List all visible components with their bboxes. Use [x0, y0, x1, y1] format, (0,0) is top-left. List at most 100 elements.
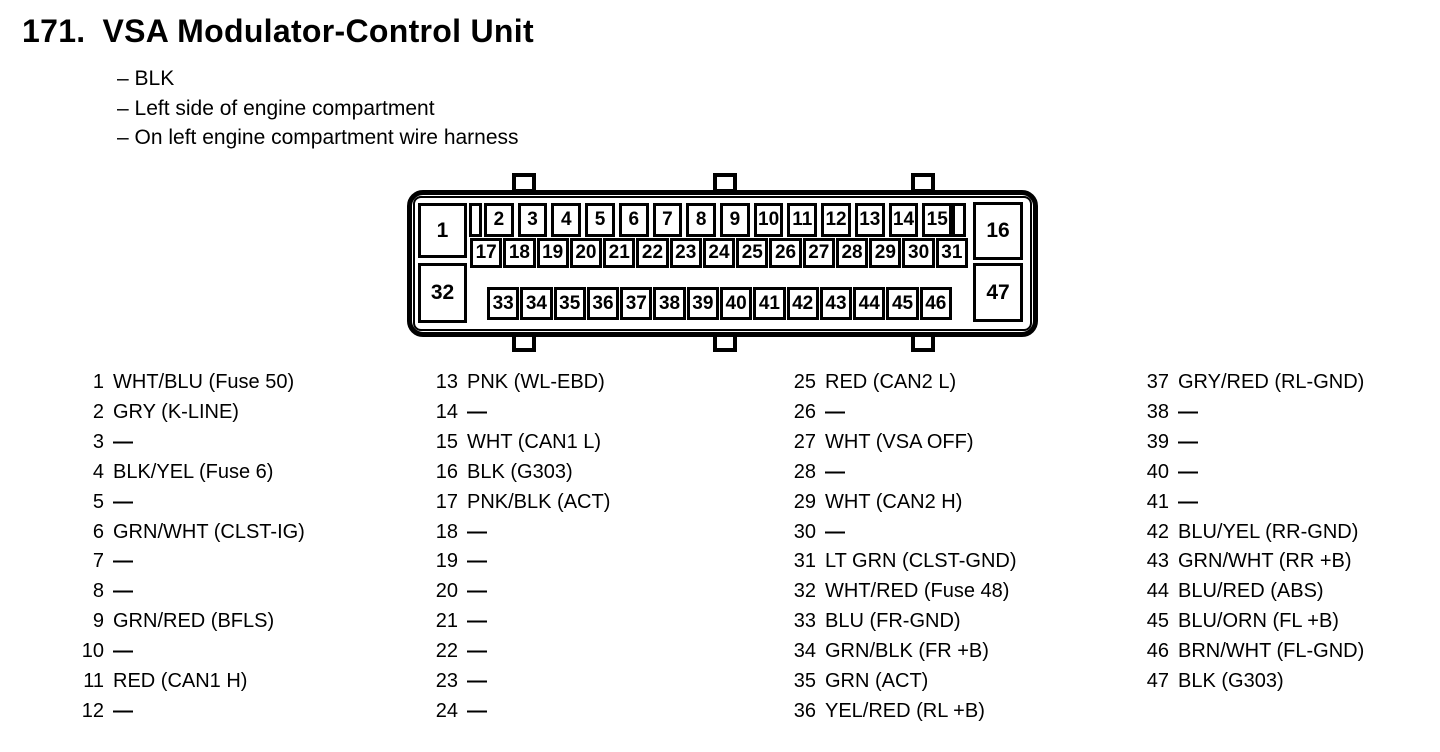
pin-row-3: 3—: [78, 431, 305, 461]
pin-wire-label: BLU/YEL (RR-GND): [1178, 520, 1359, 543]
pin-wire-label: —: [467, 670, 488, 693]
pin-number: 34: [793, 640, 816, 663]
pin-wire-label: —: [113, 550, 134, 573]
pin-wire-label: WHT/BLU (Fuse 50): [113, 371, 295, 393]
pin-wire-label: —: [467, 580, 488, 603]
pin-wire-label: WHT/RED (Fuse 48): [825, 580, 1010, 603]
pin-number: 6: [92, 520, 104, 543]
pin-wire-label: GRY (K-LINE): [113, 400, 239, 423]
connector-pin-45: 45: [886, 287, 919, 320]
connector-pin-31: 31: [935, 238, 968, 268]
pin-number: 28: [793, 460, 816, 483]
connector-pin-18: 18: [503, 238, 536, 268]
connector-pin-34: 34: [520, 287, 553, 320]
connector-blank-cell-right: [952, 203, 966, 237]
connector-pin-39: 39: [686, 287, 719, 320]
connector-pin-4: 4: [551, 203, 582, 237]
pin-wire-label: —: [113, 430, 134, 453]
connector-pin-43: 43: [819, 287, 853, 320]
connector-pin-15: 15: [922, 203, 953, 237]
pin-row-20: 20—: [432, 580, 610, 610]
pin-number: 41: [1146, 490, 1169, 513]
pin-wire-label: —: [467, 520, 488, 543]
pin-number: 46: [1146, 640, 1169, 663]
note-line: – On left engine compartment wire harnes…: [117, 126, 519, 149]
connector-pin-44: 44: [853, 287, 886, 320]
pin-wire-label: PNK/BLK (ACT): [467, 490, 611, 513]
pin-number: 44: [1146, 580, 1169, 603]
pin-wire-label: LT GRN (CLST-GND): [825, 550, 1017, 573]
pin-number: 23: [435, 670, 458, 693]
connector-pin-9: 9: [720, 203, 750, 237]
pin-wire-label: GRN/WHT (CLST-IG): [113, 520, 305, 543]
connector-pin-30: 30: [902, 238, 935, 268]
connector-pin-33: 33: [487, 287, 520, 320]
pin-number: 32: [793, 580, 816, 603]
connector-pin-46: 46: [919, 287, 952, 320]
pin-row-40: 40—: [1143, 461, 1364, 491]
pin-row-10: 10—: [78, 640, 305, 670]
connector-pin-11: 11: [787, 203, 818, 237]
pin-wire-label: —: [467, 400, 488, 423]
pin-row-38: 38—: [1143, 401, 1364, 431]
pin-number: 12: [81, 699, 104, 722]
pin-number: 19: [435, 550, 458, 573]
pin-number: 18: [435, 520, 458, 543]
pin-row-1: 1 WHT/BLU (Fuse 50): [78, 371, 305, 401]
pin-wire-label: —: [113, 699, 134, 722]
connector-pin-16: 16: [973, 202, 1023, 260]
connector-pin-26: 26: [769, 238, 802, 268]
connector-pin-35: 35: [553, 287, 586, 320]
pin-number: 42: [1146, 520, 1169, 543]
pin-number: 11: [83, 670, 104, 693]
pin-wire-label: RED (CAN2 L): [825, 371, 957, 393]
pin-row-21: 21—: [432, 610, 610, 640]
connector-pin-25: 25: [736, 238, 769, 268]
pin-number: 1: [92, 371, 104, 393]
pin-row-12: 12 —: [78, 700, 305, 730]
connector-pin-41: 41: [753, 287, 786, 320]
connector-pin-23: 23: [669, 238, 702, 268]
pin-row-25: 25 RED (CAN2 L): [790, 371, 1017, 401]
note-line: – Left side of engine compartment: [117, 96, 435, 120]
connector-pin-5: 5: [585, 203, 615, 237]
connector-pin-19: 19: [536, 238, 569, 268]
connector-pin-3: 3: [517, 203, 548, 237]
pin-wire-label: YEL/RED (RL +B): [825, 699, 985, 722]
pin-row-26: 26—: [790, 401, 1017, 431]
connector-pin-14: 14: [888, 203, 919, 237]
connector-pin-24: 24: [702, 238, 736, 268]
pin-number: 35: [793, 670, 816, 693]
pin-number: 8: [92, 580, 104, 603]
pin-number: 9: [92, 610, 104, 633]
pin-wire-label: WHT (CAN2 H): [825, 490, 963, 513]
pin-wire-label: GRN/BLK (FR +B): [825, 640, 989, 663]
pin-wire-label: —: [1178, 460, 1199, 483]
pin-number: 26: [793, 400, 816, 423]
pin-row-19: 19—: [432, 550, 610, 580]
connector-pin-29: 29: [869, 238, 902, 268]
pin-wire-label: GRN/WHT (RR +B): [1178, 550, 1352, 573]
pin-number: 24: [435, 699, 458, 722]
pin-wire-label: —: [825, 460, 846, 483]
pin-row-7: 7—: [78, 550, 305, 580]
pin-wire-label: —: [1178, 490, 1199, 513]
connector-pin-42: 42: [786, 287, 819, 320]
pin-number: 25: [793, 371, 816, 393]
